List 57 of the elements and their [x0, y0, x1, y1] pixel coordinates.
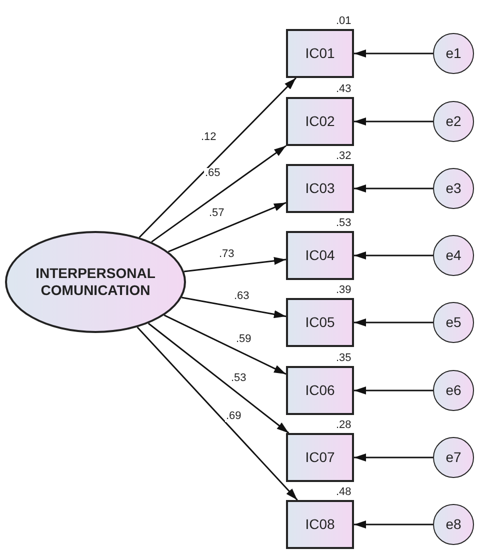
arrow	[354, 184, 433, 192]
node-label: INTERPERSONAL COMUNICATION	[34, 264, 156, 300]
arrow	[184, 256, 286, 272]
arrow	[354, 454, 433, 462]
node-label: IC06	[304, 381, 336, 400]
node-label: IC08	[304, 515, 336, 534]
arrow	[354, 318, 433, 326]
arrow	[354, 50, 433, 58]
node-label: IC04	[304, 246, 336, 265]
r-squared-value: .53	[336, 218, 352, 229]
edge-label: .69	[225, 411, 242, 422]
r-squared-value: .32	[336, 151, 352, 162]
arrow	[148, 322, 290, 434]
node-label: e8	[444, 515, 462, 534]
r-squared-value: .35	[336, 353, 352, 364]
node-label: e5	[444, 313, 462, 332]
node-label: e7	[444, 448, 462, 467]
arrow	[354, 520, 433, 528]
arrow	[354, 386, 433, 394]
edge-label: .53	[230, 373, 248, 384]
edge-label: .57	[208, 208, 226, 219]
observed-variable-box	[286, 164, 354, 213]
edge-label: .59	[235, 334, 252, 345]
node-label: e3	[444, 179, 462, 198]
node-label: IC07	[304, 448, 336, 467]
arrow	[164, 314, 286, 375]
arrow	[168, 202, 286, 252]
observed-variable-box	[286, 433, 354, 482]
r-squared-value: .01	[336, 16, 352, 27]
arrow	[136, 326, 298, 500]
observed-variable-box	[286, 298, 354, 347]
r-squared-value: .39	[336, 285, 352, 296]
observed-variable-box	[286, 500, 354, 549]
observed-variable-box	[286, 231, 354, 280]
r-squared-value: .48	[336, 487, 352, 498]
node-label: IC02	[304, 112, 336, 131]
edge-label: .73	[218, 249, 236, 260]
r-squared-value: .43	[336, 84, 352, 95]
arrow	[138, 77, 296, 238]
arrow	[151, 145, 286, 243]
arrow	[354, 118, 433, 126]
observed-variable-box	[286, 29, 354, 78]
edge-label: .65	[204, 168, 222, 179]
node-label: IC03	[304, 179, 336, 198]
node-label: IC01	[304, 44, 336, 63]
node-label: IC05	[304, 313, 336, 332]
r-squared-value: .28	[336, 420, 352, 431]
arrow	[354, 252, 433, 260]
node-label: e2	[444, 112, 462, 131]
node-label: e1	[444, 44, 462, 63]
node-label: e6	[444, 381, 462, 400]
node-label: e4	[444, 246, 462, 265]
edge-label: .63	[233, 291, 250, 302]
edge-label: .12	[200, 132, 218, 143]
observed-variable-box	[286, 97, 354, 146]
observed-variable-box	[286, 366, 354, 415]
arrow	[182, 296, 286, 318]
